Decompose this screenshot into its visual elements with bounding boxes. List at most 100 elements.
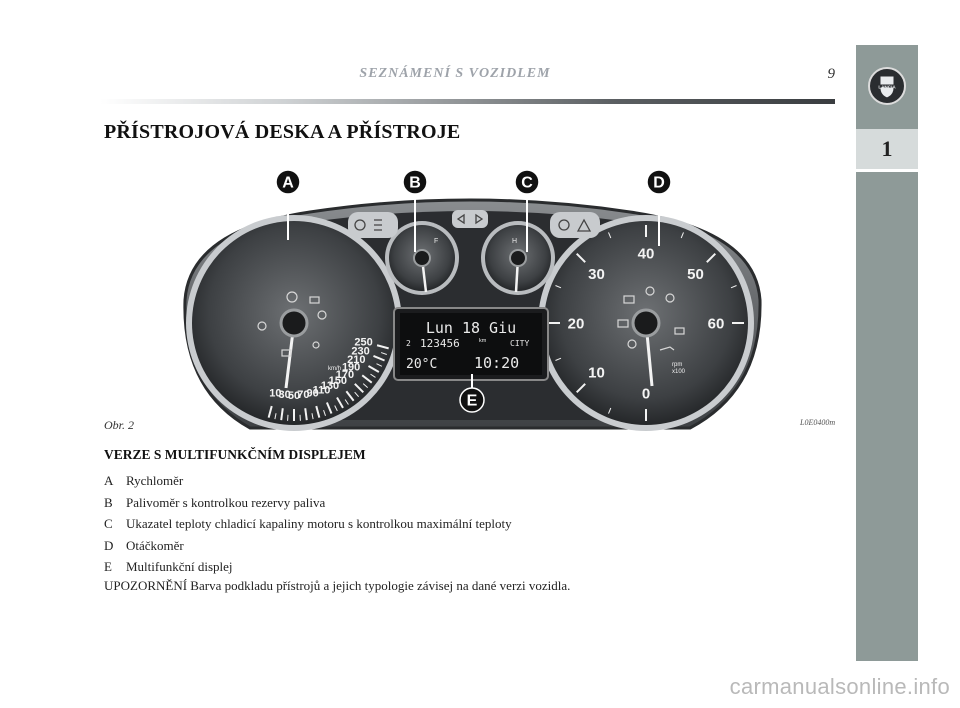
figure-caption: Obr. 2	[104, 418, 135, 432]
display-gear: 2	[406, 339, 411, 348]
dial-tick	[555, 357, 562, 361]
dial-tick	[304, 408, 308, 421]
dial-tick	[267, 405, 273, 418]
dial-tick	[730, 285, 737, 289]
dial-tick	[575, 383, 586, 394]
dial-tick	[354, 383, 365, 394]
brand-logo: LANCIA	[856, 45, 918, 127]
dial-tick-label: 230	[351, 345, 369, 357]
source-watermark: carmanualsonline.info	[729, 674, 950, 699]
page-number: 9	[827, 66, 836, 82]
callout-letter: A	[282, 175, 294, 192]
display-date: Lun 18 Giu	[426, 319, 516, 337]
dial-tick	[354, 391, 359, 398]
dial-tick-label: 170	[336, 369, 354, 381]
callout-letter: B	[409, 175, 421, 192]
dial-tick-label: 0	[642, 385, 650, 402]
section-title: PŘÍSTROJOVÁ DESKA A PŘÍSTROJE	[104, 121, 461, 143]
dial-tick	[373, 354, 385, 362]
dial-tick	[376, 344, 389, 350]
tachometer-unit-line2: x100	[672, 369, 686, 375]
dial-tick	[376, 363, 383, 367]
dial-tick	[706, 252, 717, 263]
callout-letter: E	[467, 393, 478, 410]
dial-tick	[361, 374, 373, 384]
running-head: SEZNÁMENÍ S VOZIDLEM	[359, 66, 551, 81]
svg-text:LANCIA: LANCIA	[878, 85, 896, 90]
callout-circle	[275, 169, 301, 195]
tachometer-unit-line1: rpm	[672, 362, 682, 368]
dial-tick-label: 10	[588, 365, 605, 382]
dial-tick	[370, 373, 376, 378]
display-temperature: 20°C	[406, 357, 437, 372]
dial-tick-label: 190	[342, 362, 360, 374]
dial-tick-label: 40	[638, 245, 655, 262]
temp-hot-label: H	[512, 238, 517, 245]
turn-signal-pod	[452, 210, 488, 228]
speedometer-hub	[279, 308, 309, 338]
dial-tick-label: 210	[347, 354, 365, 366]
header-rule	[100, 99, 835, 104]
dial-tick	[575, 252, 586, 263]
dial-tick-label: 20	[568, 315, 585, 332]
dial-tick	[315, 405, 321, 418]
dial-tick	[334, 405, 338, 412]
chapter-number: 1	[856, 129, 918, 169]
lamp-pod-icons	[354, 213, 592, 232]
dial-tick	[367, 365, 380, 373]
dial-tick	[311, 413, 314, 420]
dial-tick	[323, 409, 326, 416]
right-lamp-pod	[550, 212, 600, 238]
dial-tick	[344, 399, 349, 405]
side-tab-divider	[856, 169, 918, 172]
dial-tick	[274, 413, 277, 420]
dial-tick	[362, 383, 369, 388]
warning-note: UPOZORNĚNÍ Barva podkladu přístrojů a je…	[104, 578, 571, 593]
tachometer-ticks	[548, 225, 744, 421]
dial-tick	[280, 408, 284, 421]
dial-tick	[325, 402, 333, 414]
dial-tick-label: 30	[278, 389, 290, 401]
temp-hub	[509, 249, 527, 267]
display-mode: CITY	[510, 339, 529, 348]
dial-tick	[336, 396, 344, 409]
dial-tick	[380, 352, 387, 355]
dial-tick	[345, 390, 355, 402]
tachometer-hub	[631, 308, 661, 338]
dial-tick-label: 90	[307, 387, 319, 399]
dial-tick-label: 50	[687, 266, 704, 283]
callout-letter: D	[653, 175, 665, 192]
dial-tick-label: 50	[288, 390, 300, 402]
speedometer-warning-lamps	[257, 291, 327, 357]
dial-tick	[608, 407, 612, 414]
callout-circle	[514, 169, 540, 195]
speedometer-ticks	[267, 344, 389, 421]
dial-tick-label: 60	[708, 315, 725, 332]
display-odometer-unit: km	[479, 338, 487, 344]
dial-tick-label: 10	[269, 387, 281, 399]
figure-code: L0E0400m	[800, 418, 836, 427]
left-lamp-pod	[348, 212, 398, 238]
dial-tick-label: 150	[329, 375, 347, 387]
callout-circle	[459, 387, 485, 413]
callout-circle	[402, 169, 428, 195]
callout-circle	[646, 169, 672, 195]
display-screen	[400, 313, 542, 375]
dial-tick	[608, 232, 612, 239]
dial-tick	[555, 285, 562, 289]
version-subheading: VERZE S MULTIFUNKČNÍM DISPLEJEM	[104, 447, 366, 462]
dial-tick-label: 130	[321, 380, 339, 392]
display-odometer: 123456	[420, 337, 460, 350]
tachometer-labels: 0 10 20 30 40 50 60	[568, 245, 725, 402]
fuel-full-label: F	[434, 238, 438, 245]
dial-tick-label: 30	[588, 266, 605, 283]
